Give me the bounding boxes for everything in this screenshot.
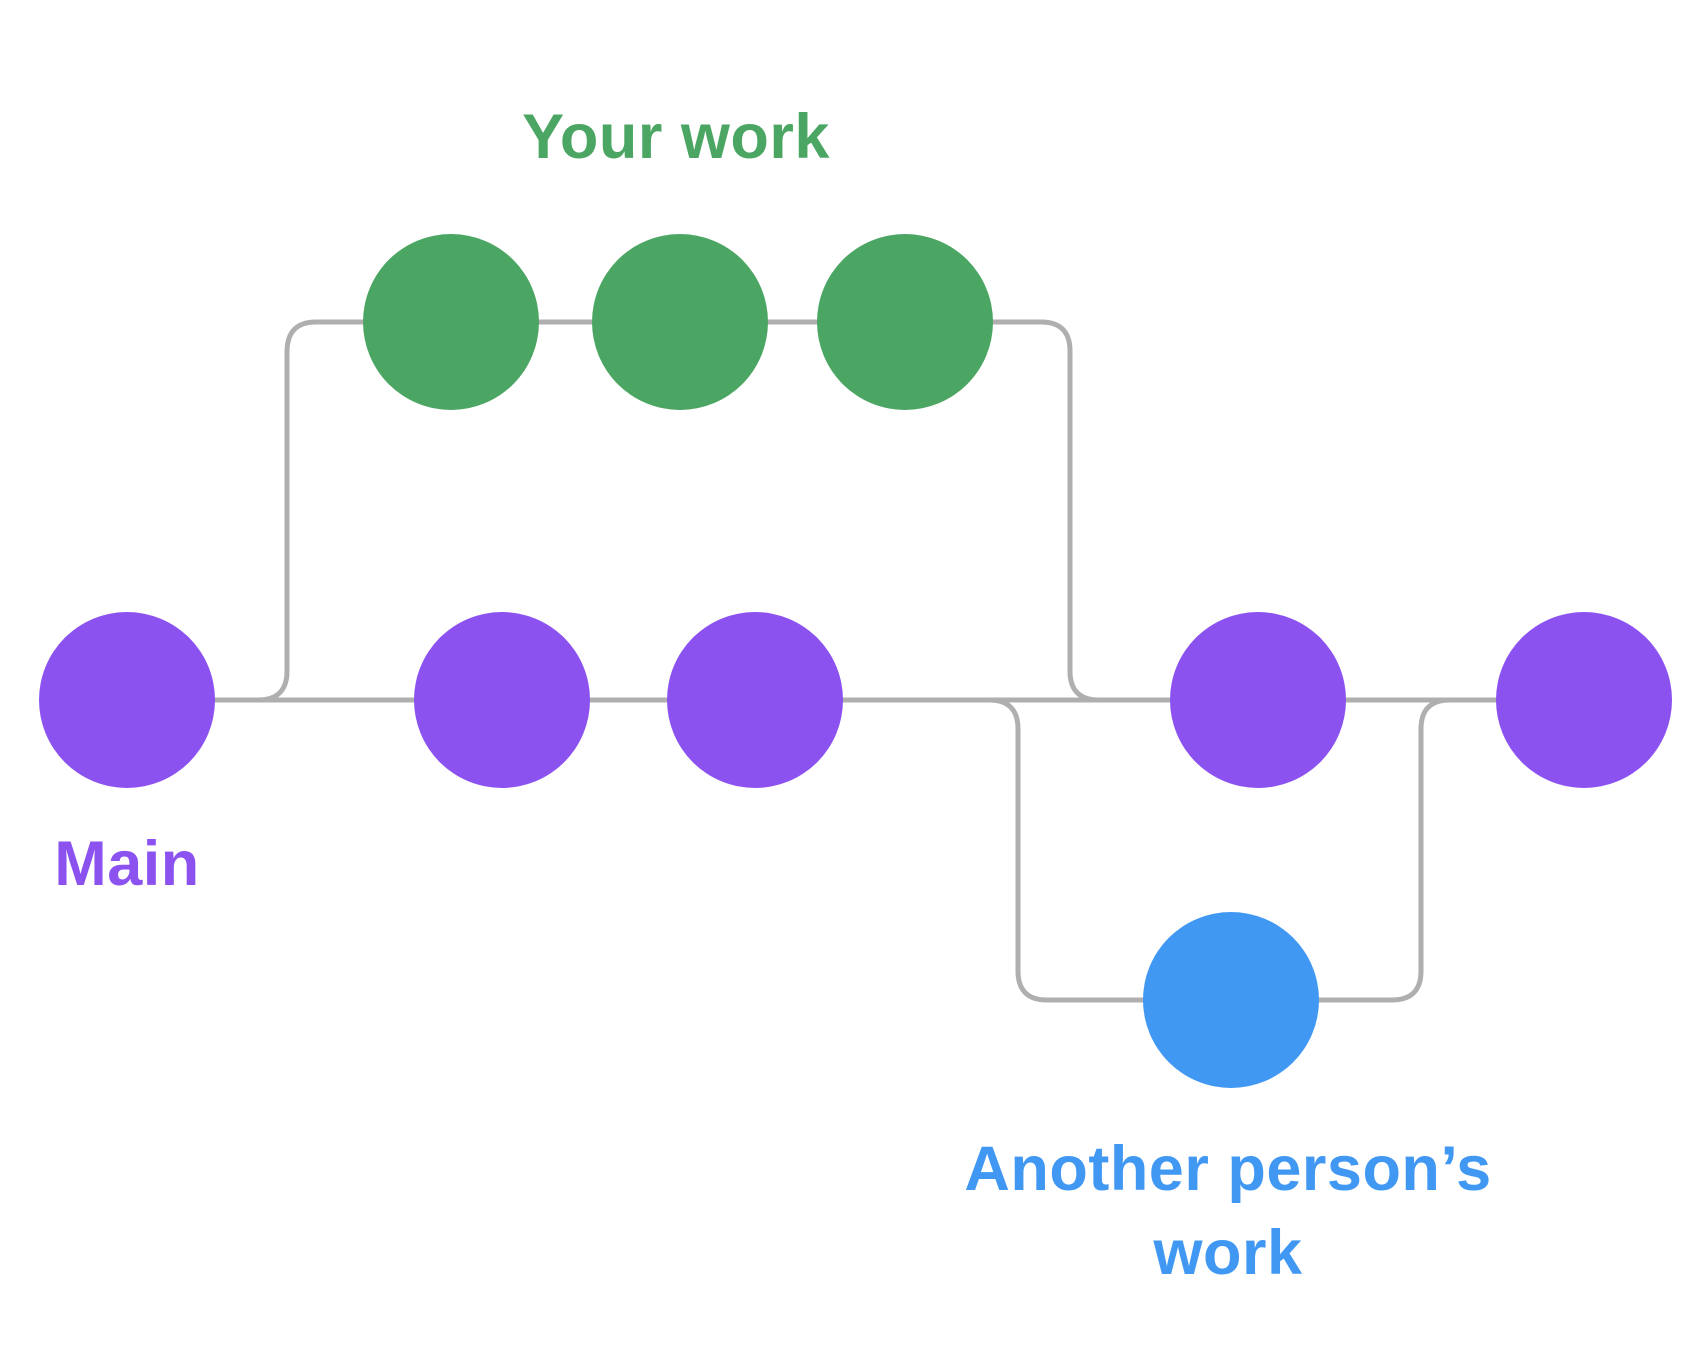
main-commit-2 xyxy=(414,612,590,788)
your-work-commit-3 xyxy=(817,234,993,410)
your-work-commit-2 xyxy=(592,234,768,410)
main-commit-5 xyxy=(1496,612,1672,788)
your-work-commit-1 xyxy=(363,234,539,410)
main-commit-3 xyxy=(667,612,843,788)
another-person-branch-label: Another person’s work xyxy=(964,1128,1491,1296)
another-person-commit-1 xyxy=(1143,912,1319,1088)
another-person-branch-label-line1: Another person’s xyxy=(964,1134,1492,1204)
main-branch-label: Main xyxy=(54,829,200,899)
main-commit-1 xyxy=(39,612,215,788)
your-work-branch-label: Your work xyxy=(522,102,830,172)
main-commit-4 xyxy=(1170,612,1346,788)
another-person-branch-label-line2: work xyxy=(1153,1217,1303,1288)
